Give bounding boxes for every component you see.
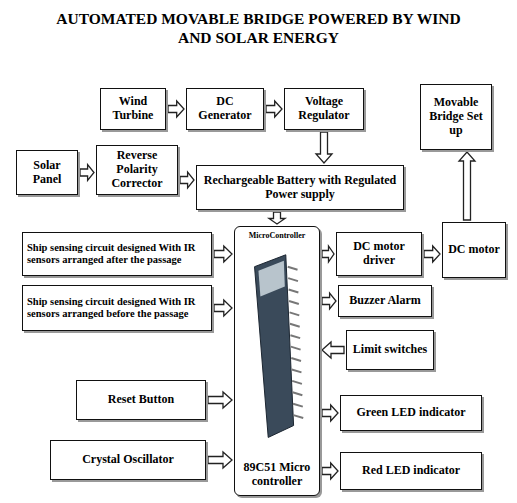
chip-shine	[258, 261, 284, 297]
block-arrow	[269, 212, 285, 224]
chip-pin	[293, 415, 303, 418]
chip-label: MicroController	[249, 231, 306, 240]
process-box: Crystal Oscillator	[50, 440, 206, 480]
block-arrow	[322, 463, 338, 479]
box-label: Limit switches	[353, 343, 427, 357]
block-arrow	[316, 132, 332, 163]
block-arrow	[459, 152, 475, 220]
box-label: Ship sensing circuit designed With IR se…	[27, 296, 207, 320]
block-arrow	[208, 392, 232, 408]
block-arrow	[322, 246, 334, 262]
chip-pin	[292, 369, 302, 372]
box-label: Reset Button	[108, 393, 174, 407]
process-box: Reset Button	[76, 380, 206, 420]
process-box: Ship sensing circuit designed With IR se…	[22, 285, 212, 331]
box-label: DC motor driver	[341, 240, 417, 268]
process-box: Movable Bridge Set up	[420, 84, 492, 150]
block-arrow	[168, 101, 184, 117]
box-label: Red LED indicator	[362, 464, 460, 478]
block-arrow	[322, 405, 338, 421]
box-label: DC Generator	[191, 95, 259, 123]
diagram-title: AUTOMATED MOVABLE BRIDGE POWERED BY WIND…	[40, 10, 477, 47]
chip-pin	[291, 358, 301, 361]
process-box: Reverse Polarity Corrector	[96, 145, 178, 195]
block-arrow	[266, 101, 282, 117]
box-label: Rechargeable Battery with Regulated Powe…	[201, 174, 399, 202]
block-arrow	[180, 172, 194, 188]
block-arrow	[214, 246, 232, 262]
process-box: Limit switches	[346, 330, 434, 370]
box-label: Solar Panel	[21, 159, 73, 187]
box-label: Voltage Regulator	[289, 95, 359, 123]
chip-pin	[291, 347, 301, 350]
process-box: Voltage Regulator	[284, 88, 364, 130]
chip-pin	[292, 381, 302, 384]
chip-pin	[293, 404, 303, 407]
process-box: DC Generator	[186, 88, 264, 130]
box-label: Green LED indicator	[356, 406, 465, 420]
chip-body	[255, 255, 294, 438]
process-box: Red LED indicator	[340, 452, 482, 490]
chip-pin	[290, 335, 300, 338]
chip-pin	[289, 301, 299, 304]
process-box: DC motor driver	[336, 232, 422, 276]
chip-illustration	[235, 227, 319, 495]
box-label: Crystal Oscillator	[82, 453, 174, 467]
box-label: Wind Turbine	[105, 95, 161, 123]
block-arrow	[80, 165, 94, 181]
block-arrow	[322, 293, 336, 309]
box-label: Reverse Polarity Corrector	[101, 149, 173, 190]
box-label: Buzzer Alarm	[349, 294, 420, 308]
process-box: Ship sensing circuit designed With IR se…	[22, 232, 212, 276]
box-label: DC motor	[448, 243, 500, 257]
block-arrow	[322, 342, 344, 358]
box-label: Ship sensing circuit designed With IR se…	[27, 242, 207, 266]
process-box: Buzzer Alarm	[338, 285, 432, 317]
process-box: Solar Panel	[16, 150, 78, 195]
block-arrow	[214, 300, 232, 316]
box-label: Movable Bridge Set up	[425, 96, 487, 137]
chip-pin	[290, 312, 300, 315]
chip-pin	[293, 392, 303, 395]
chip-pin	[289, 290, 299, 293]
chip-name: 89C51 Micro controller	[238, 461, 316, 489]
process-box: Wind Turbine	[100, 88, 166, 130]
chip-pin	[288, 278, 298, 281]
chip-pin	[290, 324, 300, 327]
chip-pin	[288, 267, 298, 270]
block-arrow	[424, 246, 440, 262]
microcontroller-box: MicroController 89C51 Micro controller	[234, 226, 320, 496]
process-box: Rechargeable Battery with Regulated Powe…	[196, 165, 404, 210]
process-box: DC motor	[442, 222, 506, 278]
block-arrow	[208, 452, 232, 468]
process-box: Green LED indicator	[340, 395, 482, 431]
